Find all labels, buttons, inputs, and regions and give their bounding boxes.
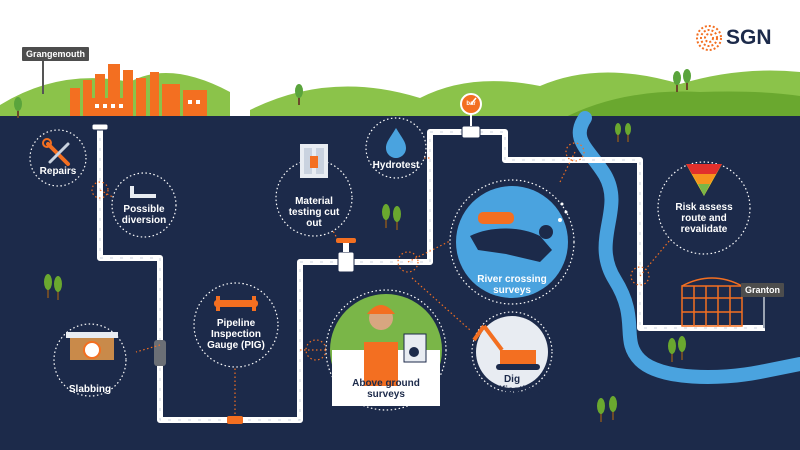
tree-ground-5: [615, 123, 621, 142]
slabbing-icon: [66, 332, 118, 360]
tree-ground-9: [597, 398, 605, 422]
tree-ground-8: [678, 336, 686, 360]
signpost-start-pole: [42, 58, 44, 94]
place-sign-start: Grangemouth: [22, 47, 90, 61]
tree-ground-3: [382, 204, 390, 228]
diversion-pipe-icon: [130, 186, 156, 198]
gauge-unit-label: bar: [466, 101, 476, 107]
brand-name: SGN: [726, 26, 772, 49]
factory-icon: [70, 64, 207, 116]
stage-label-slabbing: Slabbing: [68, 384, 112, 395]
tree-right-hill: [673, 69, 691, 92]
place-sign-end: Granton: [741, 283, 784, 297]
tree-ground-4: [393, 206, 401, 230]
stage-label-material-testing: Material testing cut out: [288, 196, 340, 229]
stage-label-river-crossing: River crossing surveys: [477, 274, 547, 296]
pig-in-pipe: [227, 416, 243, 424]
stage-label-above-ground: Above ground surveys: [352, 378, 420, 400]
joint-ring-repairs: [91, 181, 109, 199]
river-crossing-illustration: [456, 186, 568, 298]
tree-ground-7: [668, 338, 676, 362]
tree-ground-6: [625, 123, 631, 142]
water-drop-icon: [386, 128, 406, 158]
gauge-joint: [461, 125, 481, 139]
tree-ground-10: [609, 396, 617, 420]
gas-holder-icon: [681, 277, 743, 327]
excavator-icon: [472, 316, 548, 388]
pig-icon: [214, 296, 258, 311]
risk-triangle-icon: [686, 164, 722, 196]
stage-label-pig: Pipeline Inspection Gauge (PIG): [207, 318, 265, 351]
river: [572, 111, 800, 384]
slab-joint: [154, 340, 166, 366]
hill-right-front: [560, 91, 800, 120]
tree-ground-1: [44, 274, 52, 298]
joint-ring-risk: [630, 266, 650, 286]
gauge-needle: [470, 97, 477, 105]
pipeline: [97, 128, 765, 423]
material-testing-icon: [300, 144, 328, 178]
valve-icon: [336, 238, 356, 273]
stage-label-repairs: Repairs: [39, 166, 77, 177]
sgn-logo-mark: [696, 25, 722, 51]
stage-label-dig-verifications: Dig verifications: [484, 374, 543, 396]
tree-left-hill: [14, 97, 22, 118]
tree-mid-hill: [295, 84, 303, 105]
joint-ring-dig: [397, 251, 419, 273]
signpost-end-pole: [763, 288, 765, 328]
stage-label-risk-assess: Risk assess route and revalidate: [675, 202, 733, 235]
stage-label-possible-diversion: Possible diversion: [121, 204, 167, 226]
pipe-start-connector: [91, 123, 109, 131]
tree-ground-2: [54, 276, 62, 300]
surveyor-illustration: [330, 294, 442, 406]
factory-windows: [95, 100, 200, 108]
repairs-icon: [42, 138, 70, 166]
stage-label-hydrotest: Hydrotest: [372, 160, 420, 171]
joint-ring-river: [565, 142, 585, 162]
